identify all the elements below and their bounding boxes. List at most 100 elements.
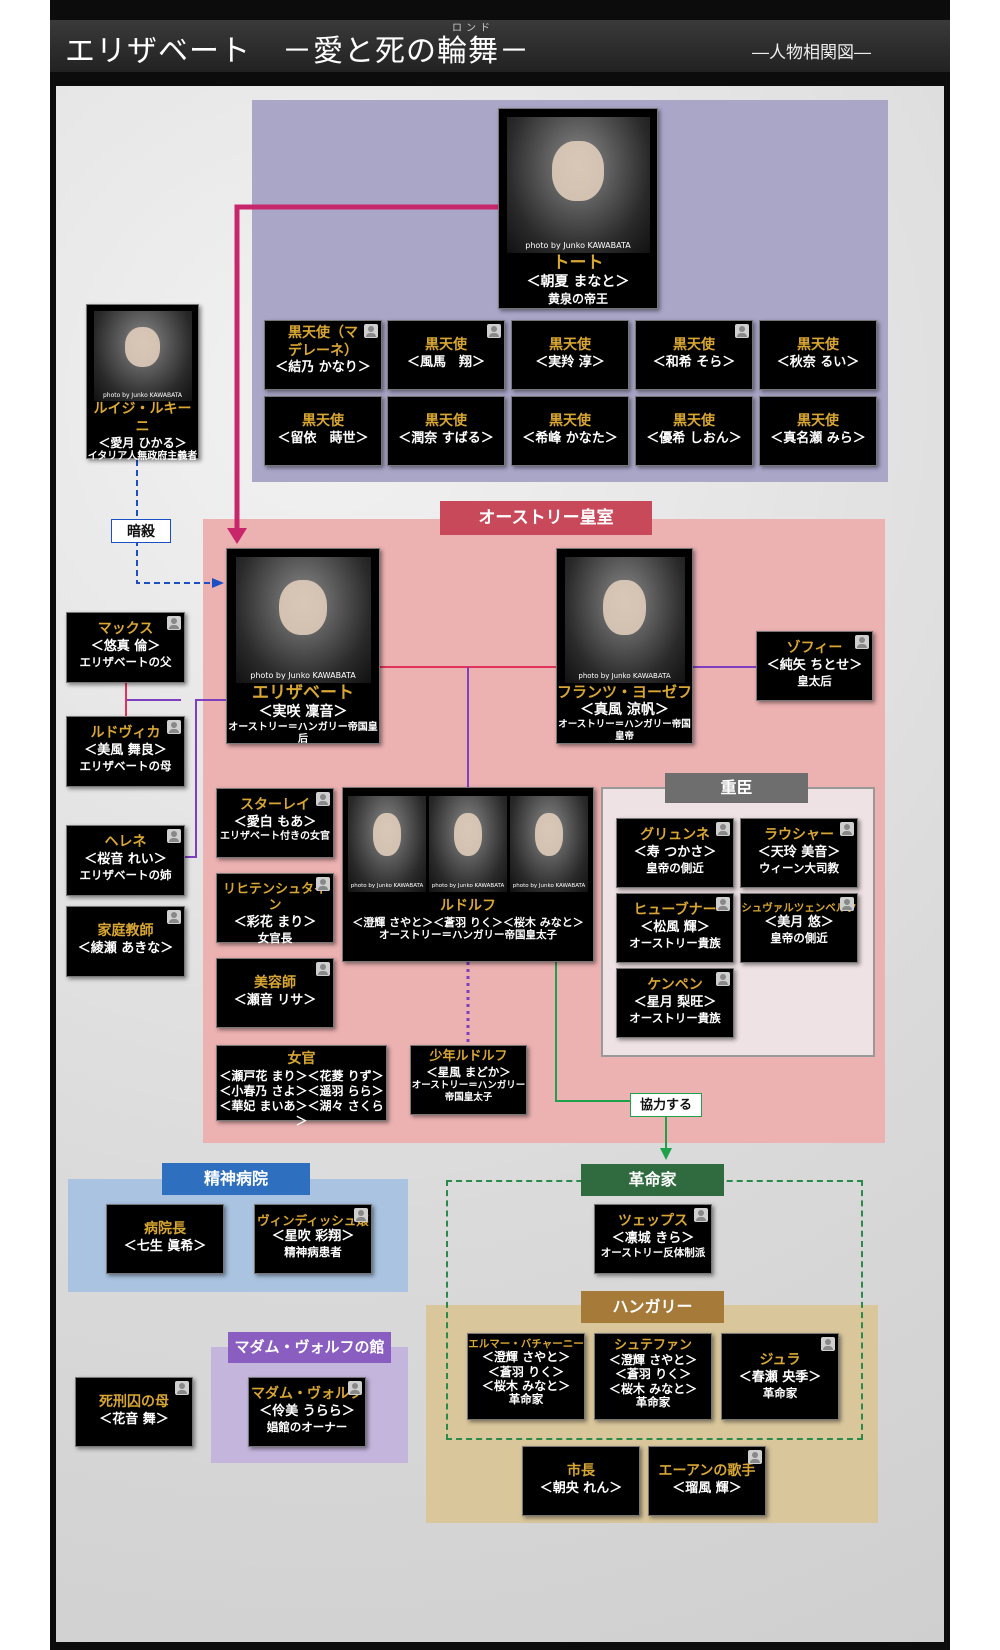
person-icon [316, 962, 330, 976]
black-angel-actor: ＜留依 蒔世＞ [277, 430, 369, 446]
kempen-card[interactable]: ケンペン＜星月 梨旺＞オーストリー貴族 [616, 968, 734, 1038]
hubner-name: ヒューブナー [633, 902, 717, 918]
starhemberg-actor: ＜愛白 もあ＞ [233, 814, 317, 830]
person-icon [716, 822, 730, 836]
hubner-card[interactable]: ヒューブナー＜松風 輝＞オーストリー貴族 [616, 893, 734, 963]
rudolf-actor: ＜澄輝 さやと＞＜蒼羽 りく＞＜桜木 みなと＞ [352, 915, 584, 929]
franz-card[interactable]: photo by Junko KAWABATA フランツ・ヨーゼフ ＜真風 涼帆… [556, 548, 693, 744]
franz-role: オーストリー＝ハンガリー帝国皇帝 [558, 719, 691, 743]
grunne-card[interactable]: グリュンネ＜寿 つかさ＞皇帝の側近 [616, 818, 734, 888]
tod-card[interactable]: photo by Junko KAWABATA トート ＜朝夏 まなと＞ 黄泉の… [498, 108, 658, 309]
rauscher-card[interactable]: ラウシャー＜天玲 美音＞ウィーン大司教 [740, 818, 858, 888]
grunne-role: 皇帝の側近 [646, 860, 704, 875]
starhemberg-card[interactable]: スターレイ＜愛白 もあ＞エリザベート付きの女官 [216, 788, 334, 858]
beautician-name: 美容師 [254, 975, 296, 991]
max-actor: ＜悠真 倫＞ [90, 638, 161, 654]
revolution-label: 革命家 [581, 1164, 724, 1196]
black-angel-name: 黒天使 [549, 413, 591, 429]
mayor-card[interactable]: 市長＜朝央 れん＞ [522, 1446, 640, 1516]
black-angel-card-2[interactable]: 黒天使＜風馬 翔＞ [387, 320, 505, 390]
young-rudolf-card[interactable]: 少年ルドルフ＜星風 まどか＞オーストリー＝ハンガリー帝国皇太子 [410, 1045, 527, 1115]
death-row-mother-card[interactable]: 死刑囚の母＜花音 舞＞ [75, 1377, 193, 1447]
tutor-card[interactable]: 家庭教師＜綾瀬 あきな＞ [66, 906, 185, 977]
person-icon [840, 897, 854, 911]
ladies-line1: ＜瀬戸花 まり＞＜花菱 りず＞ [219, 1068, 384, 1083]
black-angel-card-5[interactable]: 黒天使＜秋奈 るい＞ [759, 320, 877, 390]
black-angel-name: 黒天使 [797, 413, 839, 429]
sophie-card[interactable]: ゾフィー＜純矢 ちとせ＞皇太后 [756, 631, 873, 701]
rauscher-actor: ＜天玲 美音＞ [757, 844, 841, 860]
young-rudolf-name: 少年ルドルフ [429, 1049, 508, 1064]
sophie-role: 皇太后 [797, 673, 832, 688]
black-angel-card-1[interactable]: 黒天使（マデレーネ）＜結乃 かなり＞ [264, 320, 382, 390]
tutor-actor: ＜綾瀬 あきな＞ [77, 940, 174, 956]
zeps-actor: ＜凛城 きら＞ [611, 1230, 695, 1246]
luigi-photo: photo by Junko KAWABATA [93, 311, 192, 401]
franz-name: フランツ・ヨーゼフ [557, 683, 693, 701]
imperial-label: オーストリー皇室 [440, 501, 652, 535]
grunne-name: グリュンネ [640, 827, 710, 843]
tod-actor: ＜朝夏 まなと＞ [526, 274, 630, 291]
windisch-card[interactable]: ヴィンディッシュ嬢＜星吹 彩翔＞精神病患者 [254, 1204, 372, 1274]
rudolf-card[interactable]: photo by Junko KAWABATA photo by Junko K… [342, 787, 594, 962]
singer-card[interactable]: エーアンの歌手＜瑠風 輝＞ [648, 1446, 766, 1516]
grunne-actor: ＜寿 つかさ＞ [633, 844, 717, 860]
person-icon [855, 635, 869, 649]
ludovika-actor: ＜美風 舞良＞ [84, 742, 167, 758]
black-angel-card-7[interactable]: 黒天使＜潤奈 すばる＞ [387, 396, 505, 466]
director-name: 病院長 [144, 1221, 186, 1237]
director-card[interactable]: 病院長＜七生 眞希＞ [106, 1204, 224, 1274]
black-angel-actor: ＜潤奈 すばる＞ [398, 430, 494, 446]
starhemberg-name: スターレイ [240, 797, 310, 813]
elisabeth-card[interactable]: photo by Junko KAWABATA エリザベート ＜実咲 凜音＞ オ… [226, 548, 380, 745]
ladies-card[interactable]: 女官＜瀬戸花 まり＞＜花菱 りず＞＜小春乃 さよ＞＜遥羽 らら＞＜華妃 まいあ＞… [216, 1045, 387, 1128]
black-angel-name: 黒天使 [673, 337, 715, 353]
gyula-role: 革命家 [762, 1385, 798, 1400]
black-angel-card-8[interactable]: 黒天使＜希峰 かなた＞ [511, 396, 629, 466]
ludovika-card[interactable]: ルドヴィカ＜美風 舞良＞エリザベートの母 [66, 716, 185, 787]
luigi-card[interactable]: photo by Junko KAWABATA ルイジ・ルキーニ ＜愛月 ひかる… [86, 304, 199, 462]
elemer-card[interactable]: エルマー・バチャーニー＜澄輝 さやと＞＜蒼羽 りく＞＜桜木 みなと＞革命家 [467, 1333, 585, 1420]
photo-credit: photo by Junko KAWABATA [431, 883, 505, 890]
photo-credit: photo by Junko KAWABATA [250, 671, 356, 680]
helene-card[interactable]: ヘレネ＜桜音 れい＞エリザベートの姉 [66, 825, 185, 896]
elisabeth-actor: ＜実咲 凜音＞ [258, 704, 348, 721]
zeps-role: オーストリー反体制派 [600, 1246, 706, 1259]
max-card[interactable]: マックス＜悠真 倫＞エリザベートの父 [66, 612, 185, 683]
madam-card[interactable]: マダム・ヴォルフ＜伶美 うらら＞娼館のオーナー [248, 1377, 366, 1447]
schwarzenberg-card[interactable]: シュヴァルツェンベルク＜美月 悠＞皇帝の側近 [740, 893, 858, 963]
schwarzenberg-name: シュヴァルツェンベルク [741, 902, 857, 914]
gyula-card[interactable]: ジュラ＜春瀬 央季＞革命家 [721, 1333, 839, 1420]
black-angel-actor: ＜希峰 かなた＞ [522, 430, 618, 446]
photo-credit: photo by Junko KAWABATA [525, 241, 631, 250]
black-angel-card-4[interactable]: 黒天使＜和希 そら＞ [635, 320, 753, 390]
black-angel-card-6[interactable]: 黒天使＜留依 蒔世＞ [264, 396, 382, 466]
person-icon [716, 897, 730, 911]
luigi-name: ルイジ・ルキーニ [93, 401, 192, 435]
stefan-card[interactable]: シュテファン＜澄輝 さやと＞＜蒼羽 りく＞＜桜木 みなと＞革命家 [594, 1333, 712, 1420]
windisch-actor: ＜星吹 彩翔＞ [271, 1228, 355, 1244]
ladies-line3: ＜華妃 まいあ＞＜湖々 さくら＞ [219, 1098, 384, 1128]
rudolf-photo-3: photo by Junko KAWABATA [510, 796, 588, 892]
liechtenstein-card[interactable]: リヒテンシュタイン＜彩花 まり＞女官長 [216, 873, 334, 945]
franz-actor: ＜真風 涼帆＞ [580, 701, 669, 718]
black-angel-card-10[interactable]: 黒天使＜真名瀬 みら＞ [759, 396, 877, 466]
black-angel-card-9[interactable]: 黒天使＜優希 しおん＞ [635, 396, 753, 466]
beautician-card[interactable]: 美容師＜瀬音 リサ＞ [216, 958, 334, 1028]
ministers-label: 重臣 [665, 773, 808, 803]
young-rudolf-actor: ＜星風 まどか＞ [426, 1065, 511, 1080]
mayor-name: 市長 [567, 1463, 595, 1479]
black-angel-card-3[interactable]: 黒天使＜実羚 淳＞ [511, 320, 629, 390]
person-icon [735, 324, 749, 338]
black-angel-name: 黒天使 [673, 413, 715, 429]
elisabeth-name: エリザベート [252, 683, 354, 703]
person-icon [167, 910, 181, 924]
black-angel-name: 黒天使 [425, 413, 467, 429]
liechtenstein-actor: ＜彩花 まり＞ [233, 914, 317, 930]
stefan-name: シュテファン [613, 1338, 692, 1353]
black-angel-actor: ＜結乃 かなり＞ [275, 360, 371, 375]
starhemberg-role: エリザベート付きの女官 [220, 830, 330, 842]
zeps-card[interactable]: ツェップス＜凛城 きら＞オーストリー反体制派 [594, 1204, 712, 1274]
mayor-actor: ＜朝央 れん＞ [539, 1480, 623, 1496]
cooperate-label: 協力する [630, 1093, 702, 1117]
